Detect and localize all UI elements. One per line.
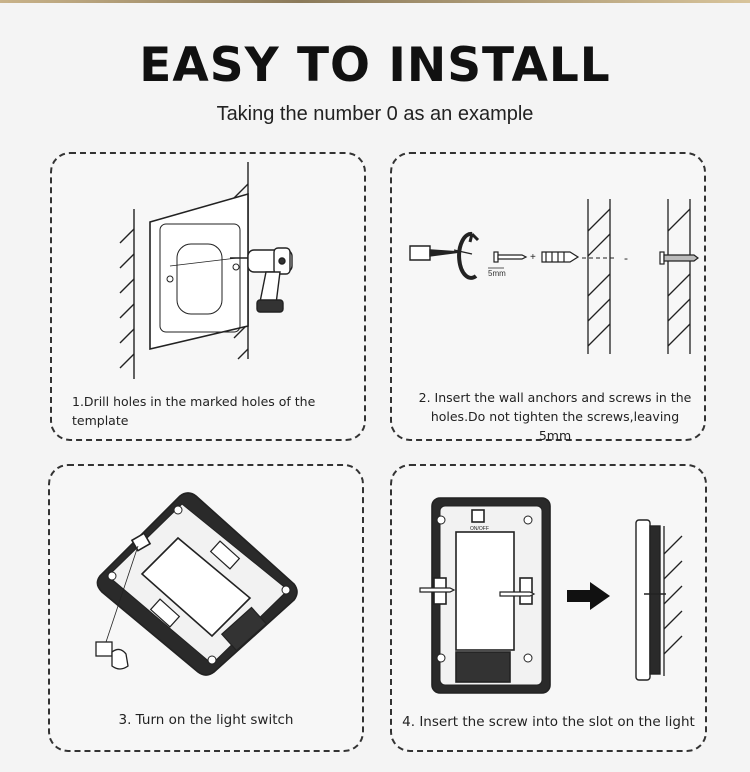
arrow-right-icon <box>567 582 610 610</box>
rotate-arrow-icon <box>457 231 480 280</box>
svg-text:-: - <box>624 251 628 265</box>
step-3-panel: 3. Turn on the light switch <box>48 464 364 752</box>
step-1-caption: 1.Drill holes in the marked holes of the… <box>72 394 316 428</box>
side-view-light <box>635 519 666 681</box>
screw-icon <box>493 251 528 263</box>
wall-anchor-icon <box>541 251 580 263</box>
wall-hatch-icon <box>663 526 683 676</box>
step-4-caption: 4. Insert the screw into the slot on the… <box>402 714 695 730</box>
template-board <box>149 192 249 351</box>
wall-hatch-icon <box>587 199 691 354</box>
screw-icon <box>419 587 536 597</box>
step-4-illustration: ON/OFF 4. Insert the screw into the slot… <box>402 497 695 730</box>
step-2-panel: 5mm + - 2. Insert the wall anchors and s… <box>390 152 706 443</box>
step-4-panel: ON/OFF 4. Insert the screw into the slot… <box>390 464 707 752</box>
dimension-label: 5mm <box>488 269 506 278</box>
top-accent-bar <box>0 0 750 3</box>
switch-label: ON/OFF <box>470 526 489 532</box>
hand-pointer-icon <box>95 641 129 670</box>
mirror-light-icon <box>431 497 551 694</box>
page-title: EASY TO INSTALL <box>139 38 611 93</box>
step-3-caption: 3. Turn on the light switch <box>118 712 294 728</box>
screwdriver-icon <box>409 245 473 261</box>
step-2-illustration: 5mm + - 2. Insert the wall anchors and s… <box>409 199 699 443</box>
step-1-panel: 1.Drill holes in the marked holes of the… <box>50 152 366 441</box>
page-subtitle: Taking the number 0 as an example <box>216 103 534 125</box>
svg-text:+: + <box>530 252 536 263</box>
step-2-caption: 2. Insert the wall anchors and screws in… <box>418 390 692 443</box>
step-1-illustration: 1.Drill holes in the marked holes of the… <box>72 162 316 428</box>
step-3-illustration: 3. Turn on the light switch <box>95 492 298 728</box>
mirror-light-icon <box>96 492 298 676</box>
drill-icon <box>230 247 293 313</box>
